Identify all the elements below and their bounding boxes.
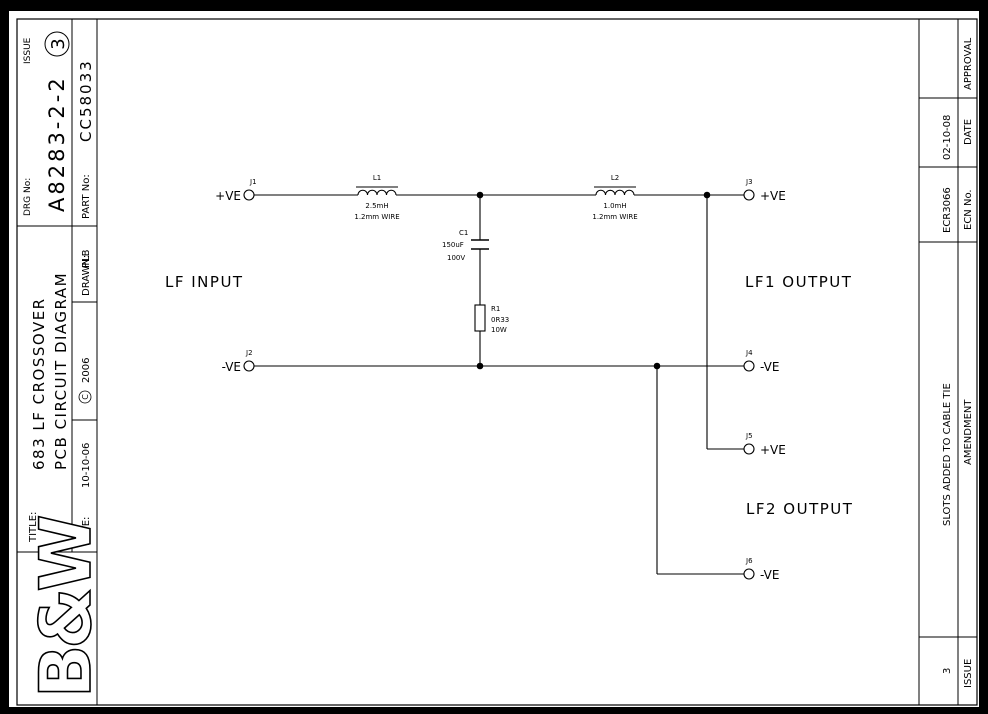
terminal-circles	[243, 189, 755, 580]
j2-polarity: -VE	[222, 360, 241, 374]
junction-dots	[476, 191, 711, 370]
title-label: TITLE:	[28, 512, 39, 543]
terminal-j5	[743, 443, 755, 455]
drawn-label: DRAWN:	[81, 255, 92, 296]
terminal-j4	[743, 360, 755, 372]
j6-polarity: -VE	[760, 568, 779, 582]
l1-ref: L1	[373, 174, 381, 182]
date: 10-10-06	[81, 443, 92, 488]
revision-block	[918, 19, 977, 705]
sheet-border	[16, 18, 978, 706]
issue-label: ISSUE	[23, 37, 33, 64]
terminal-j1	[243, 189, 255, 201]
title-line-2: PCB CIRCUIT DIAGRAM	[52, 272, 70, 470]
rev-row-amendment: SLOTS ADDED TO CABLE TIE	[942, 383, 953, 526]
rev-header-date: DATE	[963, 119, 974, 145]
rev-row-ecn: ECR3066	[942, 187, 953, 233]
date-label: DATE:	[81, 517, 92, 546]
copyright-circle	[78, 390, 92, 404]
title-line-1: 683 LF CROSSOVER	[30, 297, 48, 470]
j1-ref: J1	[249, 178, 257, 186]
r1-ref: R1	[491, 305, 500, 313]
rev-row-date: 02-10-08	[942, 115, 953, 160]
lf1-output-label: LF1 OUTPUT	[745, 273, 852, 291]
terminal-j2	[243, 360, 255, 372]
inductor-l2-coil	[595, 189, 635, 196]
rev-header-issue: ISSUE	[963, 659, 974, 688]
schematic-wires	[254, 194, 744, 575]
c1-value: 150uF	[442, 241, 464, 249]
drg-no-label: DRG No:	[23, 178, 33, 216]
j5-polarity: +VE	[760, 443, 786, 457]
issue-number: 3	[48, 38, 69, 49]
rev-header-amendment: AMENDMENT	[963, 399, 974, 465]
c1-rating: 100V	[447, 254, 465, 262]
resistor-r1	[474, 304, 486, 332]
rev-row-issue: 3	[942, 668, 953, 674]
issue-circle	[44, 31, 70, 57]
rev-header-approval: APPROVAL	[963, 37, 974, 90]
title-block	[17, 19, 98, 705]
drawn-by: PLB	[81, 249, 92, 268]
j5-ref: J5	[745, 432, 753, 440]
lf2-output-label: LF2 OUTPUT	[746, 500, 853, 518]
l2-note: 1.2mm WIRE	[592, 213, 637, 221]
part-no: CC58033	[77, 59, 95, 142]
terminal-j6	[743, 568, 755, 580]
bw-logo: B&W	[25, 516, 107, 698]
r1-rating: 10W	[491, 326, 507, 334]
copyright-symbol: C	[81, 394, 90, 400]
l2-ref: L2	[611, 174, 619, 182]
j6-ref: J6	[745, 557, 753, 565]
r1-value: 0R33	[491, 316, 509, 324]
j3-polarity: +VE	[760, 189, 786, 203]
j3-ref: J3	[745, 178, 753, 186]
l1-value: 2.5mH	[365, 202, 388, 210]
j1-polarity: +VE	[215, 189, 241, 203]
l1-note: 1.2mm WIRE	[354, 213, 399, 221]
paper	[9, 11, 979, 707]
j4-ref: J4	[745, 349, 753, 357]
c1-ref: C1	[459, 229, 468, 237]
terminal-j3	[743, 189, 755, 201]
drg-no: A8283-2-2	[45, 75, 69, 212]
j2-ref: J2	[245, 349, 253, 357]
part-no-label: PART No:	[81, 174, 92, 219]
j4-polarity: -VE	[760, 360, 779, 374]
rev-header-ecn: ECN No.	[963, 189, 974, 230]
lf-input-label: LF INPUT	[165, 273, 244, 291]
copyright-year: 2006	[81, 358, 92, 383]
l2-value: 1.0mH	[603, 202, 626, 210]
inductor-l1-coil	[357, 189, 397, 196]
